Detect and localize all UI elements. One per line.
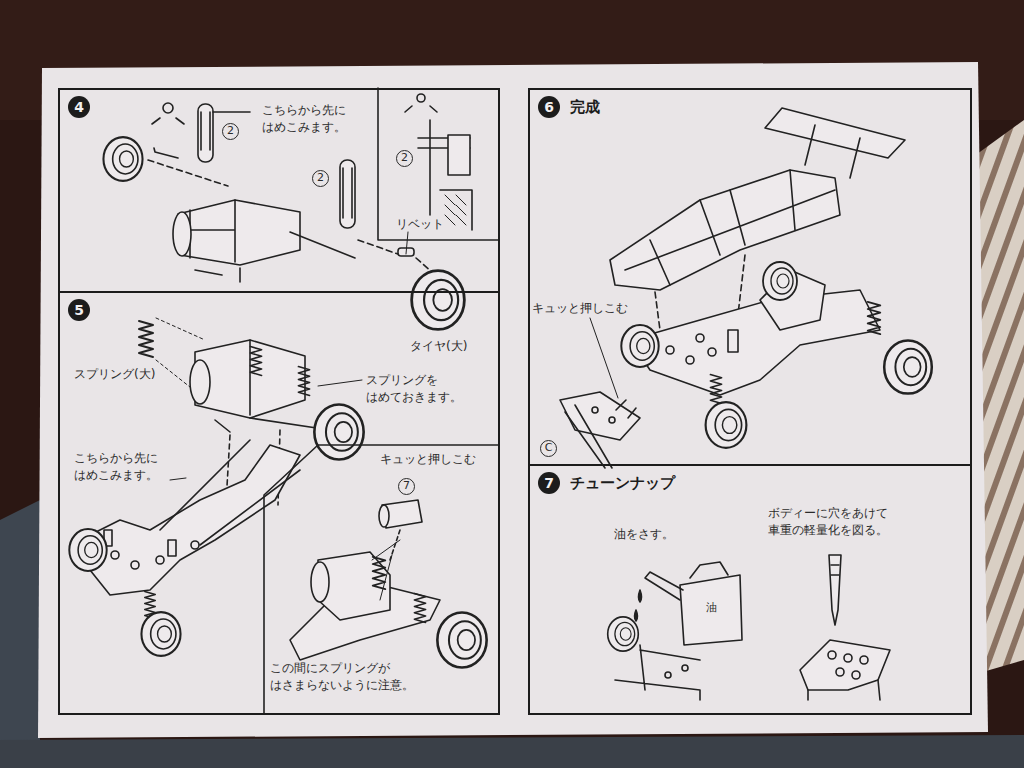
callout-number: 2	[396, 150, 413, 167]
callout-number: 7	[398, 478, 415, 495]
step-heading: チューンナップ	[570, 472, 675, 494]
callout-number: 2	[222, 123, 239, 140]
part-label: スプリング(大)	[74, 366, 155, 383]
part-label: 油をさす。	[614, 526, 674, 543]
part-label: こちらから先に はめこみます。	[74, 450, 170, 485]
part-label: ボディーに穴をあけて 車重の軽量化を図る。	[768, 505, 900, 540]
step-panel: 6 完成	[528, 88, 972, 466]
step-number: 6	[538, 96, 560, 118]
step-number: 7	[538, 472, 560, 494]
part-label: タイヤ(大)	[410, 338, 467, 355]
part-label: キュッと押しこむ	[532, 300, 628, 317]
part-label: キュッと押しこむ	[380, 451, 476, 468]
step-number: 4	[68, 96, 90, 118]
part-label: こちらから先に はめこみます。	[262, 102, 358, 137]
part-label: リベット	[396, 216, 444, 233]
step-heading: 完成	[570, 96, 600, 118]
callout-number: 2	[312, 170, 329, 187]
part-label: この間にスプリングが はさまらないように注意。	[270, 660, 421, 695]
callout-number: C	[540, 440, 557, 457]
part-label: スプリングを はめておきます。	[366, 372, 468, 407]
step-panel: 7 チューンナップ	[528, 464, 972, 715]
step-panel: 5	[58, 291, 500, 715]
part-label: 油	[706, 600, 717, 616]
step-panel: 4	[58, 88, 500, 293]
step-number: 5	[68, 299, 90, 321]
